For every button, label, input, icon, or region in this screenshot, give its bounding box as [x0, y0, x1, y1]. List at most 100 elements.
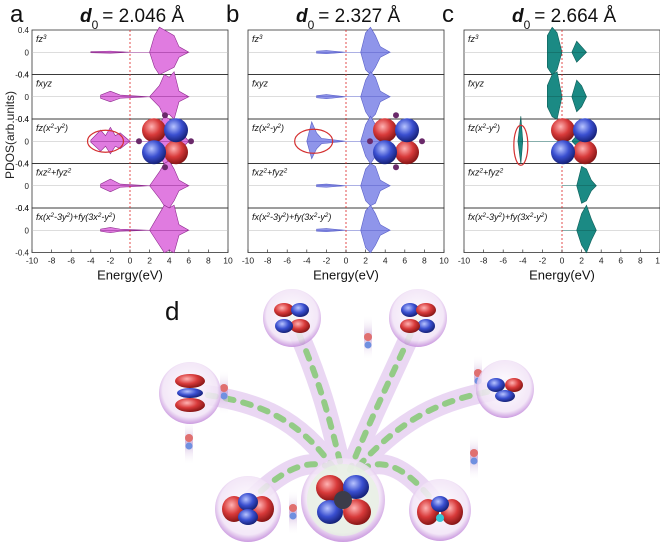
x-tick-label: -8 [48, 256, 56, 266]
orbital-label: fx(x2-3y2)+fy(3x2-y2) [468, 212, 547, 223]
orbital-label-part: )+fy(3x [69, 212, 98, 222]
orbital-label: fz3 [36, 34, 47, 45]
orbital-label-part: 2 [540, 212, 545, 219]
pdos-area-up-b-3 [316, 163, 392, 187]
orbital-label-part: 2 [482, 123, 487, 130]
x-tick-label: 8 [206, 256, 211, 266]
orbital-label-part: ) [327, 212, 331, 222]
x-tick-label: -4 [87, 256, 95, 266]
x-tick-label: -10 [26, 256, 39, 266]
orbital-label-part: 2 [277, 123, 282, 130]
panel-letter-c: c [442, 1, 454, 28]
panel-title-b: d0= 2.327 Å [296, 6, 400, 32]
orbital-label-part: 2 [313, 212, 318, 219]
orbital-label-part: 2 [47, 167, 52, 174]
orbital-label-part: 2 [283, 167, 288, 174]
lobe [395, 118, 419, 143]
lobe [142, 118, 166, 143]
orbital-bubble-left [159, 362, 221, 424]
lobe [395, 140, 419, 165]
pdos-area-up-b-0 [316, 26, 392, 53]
orbital-label-part: fz [252, 34, 260, 44]
orbital-label-part: -y [317, 212, 325, 222]
orbital-inset-c [551, 118, 597, 165]
x-tick-label: -4 [303, 256, 311, 266]
pdos-area-down-c-0 [547, 51, 588, 76]
x-tick-label: -6 [499, 256, 507, 266]
x-tick-label: 2 [147, 256, 152, 266]
ligand-atom [367, 138, 373, 145]
orbital-label-part: 2 [479, 167, 484, 174]
title-symbol: d [512, 6, 524, 27]
y-axis-label: PDOS(arb.units) [3, 91, 17, 179]
y-tick-label: -0.4 [15, 71, 29, 80]
orbital-label-part: -y [533, 212, 541, 222]
orbital-label-part: 2 [498, 212, 503, 219]
title-subscript: 0 [92, 18, 99, 32]
orbital-label: fxyz [468, 79, 485, 89]
x-tick-label: 10 [439, 256, 449, 266]
panel-letter-b: b [226, 1, 239, 28]
orbital-label-part: fz(x [36, 123, 51, 133]
x-axis-label: Energy(eV) [529, 268, 595, 283]
lobe [573, 140, 597, 165]
y-tick-label: -0.4 [15, 204, 29, 213]
highlight-ellipse [86, 129, 125, 153]
orbital-label-part: 2 [50, 123, 55, 130]
x-axis-label: Energy(eV) [97, 268, 163, 283]
orbital-label-part: ) [496, 123, 500, 133]
y-tick-label: 0.4 [18, 115, 30, 124]
x-tick-label: -10 [242, 256, 255, 266]
orbital-label-part: fxyz [36, 79, 53, 89]
particle-streaks [185, 315, 482, 535]
x-tick-label: 0 [128, 256, 133, 266]
x-tick-label: 6 [402, 256, 407, 266]
pdos-area-up-c-3 [562, 165, 597, 187]
y-tick-label: 0 [25, 93, 30, 102]
orbital-label-part: -3y [54, 212, 67, 222]
y-tick-label: 0.4 [18, 160, 30, 169]
pdos-area-down-a-3 [100, 185, 189, 209]
orbital-label: fx(x2-3y2)+fy(3x2-y2) [36, 212, 115, 223]
ligand-atom [136, 138, 142, 145]
orbital-label-part: 2 [282, 212, 287, 219]
orbital-label-part: ) [111, 212, 115, 222]
highlight-ellipse [513, 124, 529, 166]
x-axis-label: Energy(eV) [313, 268, 379, 283]
orbital-label-part: ) [543, 212, 547, 222]
orbital-label-part: fxyz [468, 79, 485, 89]
orbital-label: fxz2+fyz2 [36, 167, 72, 178]
orbital-bubble-center [301, 458, 385, 542]
orbital-label-part: fxyz [252, 79, 269, 89]
x-tick-label: 10 [655, 256, 660, 266]
pdos-area-down-a-4 [100, 229, 189, 254]
orbital-label-part: fz(x [252, 123, 267, 133]
orbital-bubble-right [476, 360, 534, 418]
orbital-label: fx(x2-3y2)+fy(3x2-y2) [252, 212, 331, 223]
orbital-label: fz(x2-y2) [36, 123, 68, 134]
pdos-area-up-a-0 [90, 26, 190, 53]
orbital-label-part: 2 [97, 212, 102, 219]
orbital-label-part: 2 [263, 167, 268, 174]
orbital-label: fz(x2-y2) [468, 123, 500, 134]
orbital-bubble-bottom-right [409, 479, 471, 541]
pdos-area-up-c-4 [562, 204, 597, 231]
pdos-area-down-c-3 [562, 185, 598, 204]
orbital-label-part: -y [270, 123, 278, 133]
orbital-label-part: +fyz [483, 168, 500, 178]
y-tick-label: 0 [25, 48, 30, 57]
x-tick-label: 4 [599, 256, 604, 266]
pdos-area-down-b-3 [316, 185, 391, 207]
pdos-area-down-b-0 [316, 51, 391, 76]
pdos-area-up-a-1 [100, 71, 190, 98]
x-tick-label: 2 [363, 256, 368, 266]
x-tick-label: 4 [383, 256, 388, 266]
pdos-area-up-c-0 [547, 26, 588, 53]
orbital-label-part: 3 [259, 34, 263, 41]
orbital-label: fxz2+fyz2 [468, 167, 504, 178]
orbital-label: fz(x2-y2) [252, 123, 284, 134]
x-tick-label: -6 [283, 256, 291, 266]
orbital-label-part: )+fy(3x [501, 212, 530, 222]
orbital-label: fxyz [252, 79, 269, 89]
